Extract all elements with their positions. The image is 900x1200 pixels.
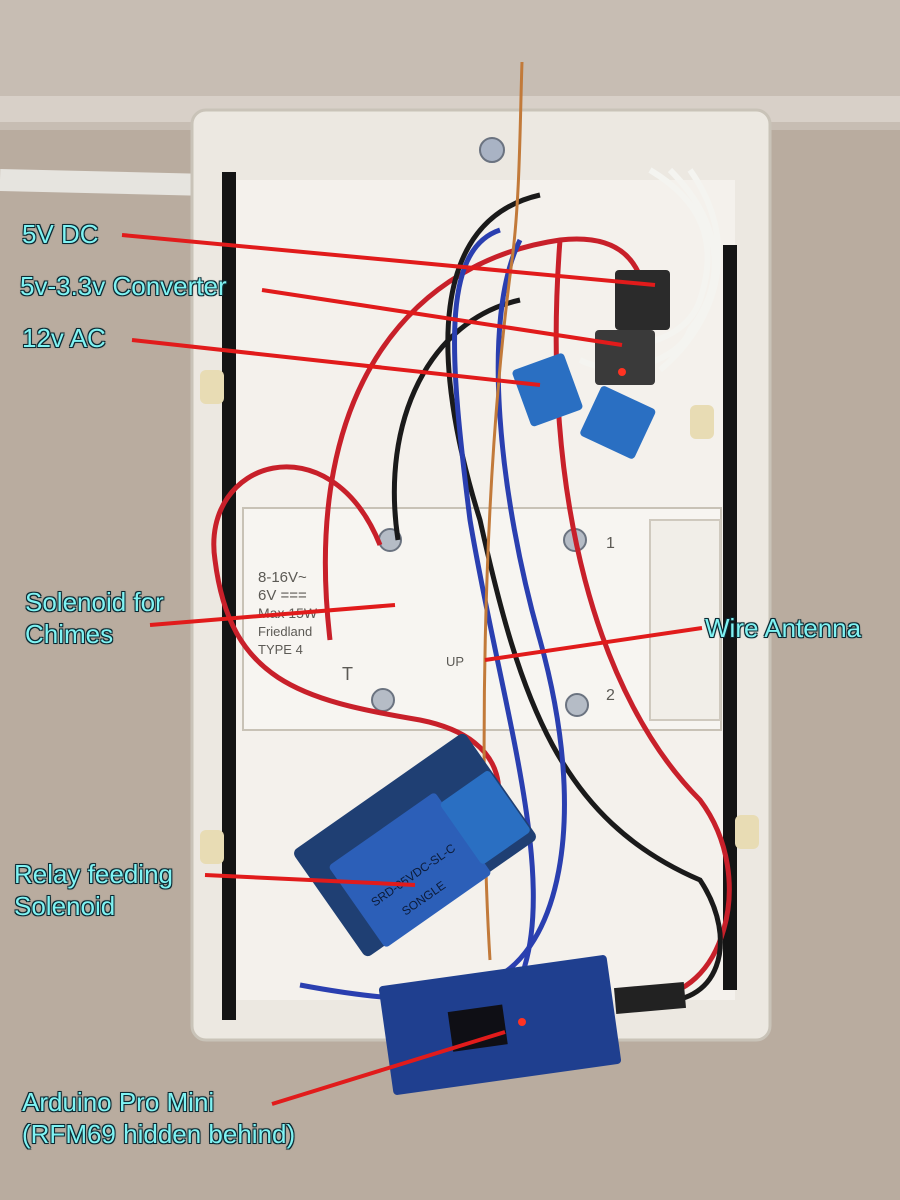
- white-wire-bundle-1: [639, 167, 711, 348]
- annotation-antenna-line-1: Wire Antenna: [705, 613, 862, 643]
- solenoid-marking-voltage-ac: 8-16V~: [258, 569, 307, 586]
- annotation-relay-line-1: Relay feeding: [14, 859, 173, 889]
- red-wire-right: [553, 239, 732, 998]
- pointer-12v-ac: [131, 338, 541, 387]
- solenoid-marking-up: UP: [446, 654, 464, 669]
- ac-terminal-block-2: [580, 386, 656, 459]
- relay-cube: [329, 793, 491, 947]
- annotation-12v-ac-line-1: 12v AC: [22, 323, 106, 353]
- annotation-arduino: Arduino Pro Mini (RFM69 hidden behind): [22, 1086, 295, 1150]
- arduino-led: [518, 1018, 526, 1026]
- top-screw: [479, 137, 505, 163]
- terminal-2-marking: 2: [606, 687, 615, 704]
- dc-connector: [615, 270, 670, 330]
- right-rail: [723, 245, 737, 990]
- pointer-converter: [261, 288, 623, 347]
- red-wire-loop: [211, 464, 502, 822]
- blue-wire-2: [479, 238, 567, 988]
- terminal-screw-2: [565, 693, 589, 717]
- annotation-converter: 5v-3.3v Converter: [20, 270, 227, 302]
- annotation-solenoid: Solenoid for Chimes: [25, 586, 164, 650]
- pointer-antenna: [484, 626, 703, 662]
- black-wire-main: [445, 192, 723, 1004]
- left-rail: [222, 172, 236, 1020]
- annotation-antenna: Wire Antenna: [705, 612, 861, 644]
- solenoid-marking-brand: Friedland: [258, 624, 312, 639]
- relay-terminal-block: [440, 771, 530, 864]
- annotation-relay-line-2: Solenoid: [14, 891, 116, 921]
- solenoid-marking-type: TYPE 4: [258, 642, 303, 657]
- solenoid-block: [242, 507, 722, 731]
- bushing-right-bottom: [735, 815, 759, 849]
- pointer-solenoid: [149, 603, 396, 627]
- bushing-right-top: [690, 405, 714, 439]
- converter-module: [595, 330, 655, 385]
- gray-cable: [0, 169, 211, 196]
- pointer-relay: [204, 873, 416, 887]
- solenoid-marking-voltage-dc: 6V ===: [258, 587, 307, 604]
- arduino-header: [614, 981, 686, 1015]
- white-wire-bundle-3: [658, 168, 722, 373]
- bushing-left-bottom: [200, 830, 224, 864]
- terminal-screw-t: [371, 688, 395, 712]
- annotation-5v-dc: 5V DC: [22, 218, 99, 250]
- converter-led: [618, 368, 626, 376]
- solenoid-marking-t: T: [342, 664, 353, 684]
- annotation-converter-line-1: 5v-3.3v Converter: [20, 271, 227, 301]
- ac-terminal-block-1: [512, 353, 583, 427]
- annotation-relay: Relay feeding Solenoid: [14, 858, 173, 922]
- black-wire-short: [391, 297, 521, 541]
- terminal-1-marking: 1: [606, 535, 615, 552]
- pointer-5v-dc: [121, 233, 656, 287]
- annotation-arduino-line-1: Arduino Pro Mini: [22, 1087, 215, 1117]
- bushing-left-top: [200, 370, 224, 404]
- annotation-12v-ac: 12v AC: [22, 322, 106, 354]
- solenoid-connector: [649, 519, 721, 721]
- annotation-solenoid-line-2: Chimes: [25, 619, 114, 649]
- annotation-5v-dc-line-1: 5V DC: [22, 219, 99, 249]
- annotation-arduino-line-2: (RFM69 hidden behind): [22, 1119, 296, 1149]
- arduino-chip: [447, 1004, 508, 1052]
- annotation-solenoid-line-1: Solenoid for: [25, 587, 164, 617]
- pointer-arduino: [271, 1030, 506, 1106]
